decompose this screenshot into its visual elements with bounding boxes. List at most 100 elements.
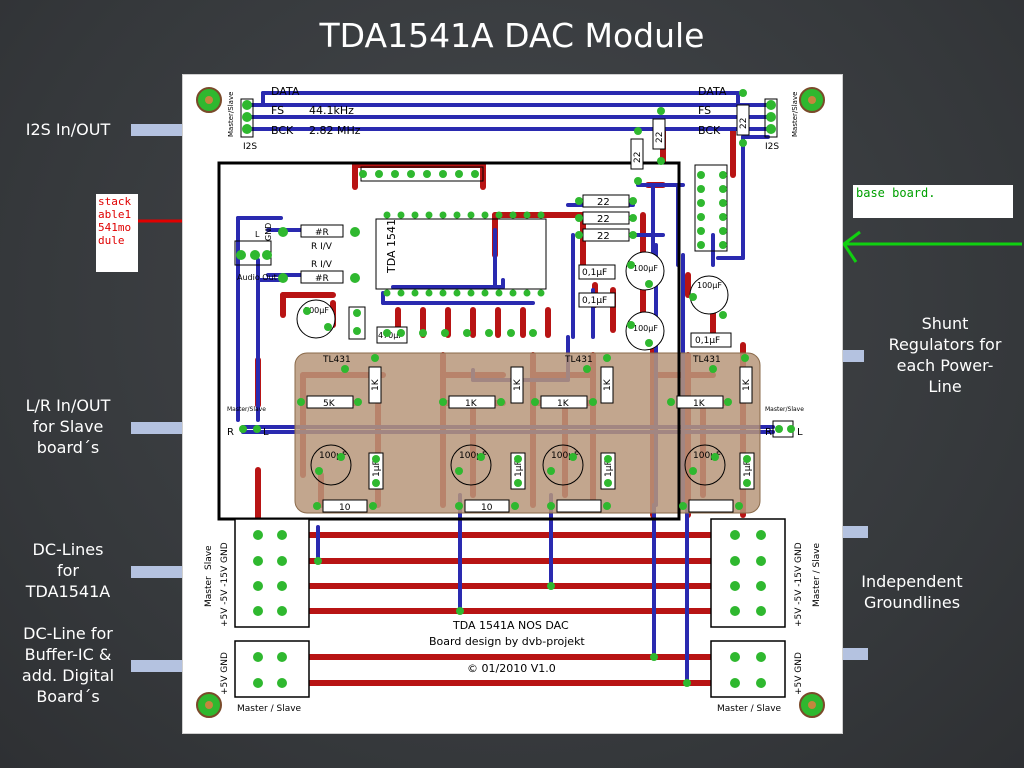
label-bck-left: BCK bbox=[271, 124, 294, 137]
dc-left-small: +5V GND bbox=[220, 652, 230, 695]
cap1-a: 1µF bbox=[372, 460, 382, 477]
label-dc-1: DC-Lines bbox=[32, 540, 104, 559]
cap01-a: 0,1µF bbox=[582, 268, 607, 278]
i2s-header-right bbox=[764, 98, 778, 138]
r22-c: 22 bbox=[739, 118, 749, 129]
label-fs-left: FS bbox=[271, 104, 284, 117]
r22-e: 22 bbox=[597, 214, 610, 225]
r1k-e: 1K bbox=[465, 399, 478, 409]
r22-f: 22 bbox=[597, 231, 610, 242]
dc-right-label: +5V -5V -15V GND bbox=[794, 542, 804, 627]
label-data-right: DATA bbox=[698, 85, 727, 98]
label-ground-2: Groundlines bbox=[863, 593, 961, 612]
pcb-layout: DATA FS BCK 44.1kHz 2.82 MHz DATA FS BCK… bbox=[196, 85, 825, 718]
label-audio-gnd: GND bbox=[264, 223, 273, 241]
label-dc: DC-Lines for TDA1541A bbox=[10, 539, 126, 602]
label-i2s-left: I2S bbox=[243, 142, 257, 152]
ic-label: TDA 1541 bbox=[385, 219, 398, 274]
dc-terminals bbox=[234, 518, 786, 698]
dc-left-label: +5V -5V -15V GND bbox=[220, 542, 230, 627]
tl431-c: TL431 bbox=[692, 355, 721, 365]
pads bbox=[236, 89, 795, 687]
cap1-b: 1µF bbox=[514, 460, 524, 477]
rx-bottom: #R bbox=[315, 274, 329, 284]
design-line-2: Board design by dvb-projekt bbox=[429, 635, 585, 648]
label-ground: Independent Groundlines bbox=[852, 571, 972, 613]
tl431-b: TL431 bbox=[564, 355, 593, 365]
resistors-22-top: 22 22 22 bbox=[630, 104, 750, 170]
cap100-a: 100µF bbox=[633, 264, 658, 273]
r5k-a: 5K bbox=[323, 399, 336, 409]
design-line-1: TDA 1541A NOS DAC bbox=[452, 619, 569, 632]
lr-left-ms: Master/Slave bbox=[227, 406, 266, 413]
label-i2s-text: I2S In/OUT bbox=[25, 120, 111, 139]
cap1-c: 1µF bbox=[604, 460, 614, 477]
label-audio-l: L bbox=[255, 230, 260, 239]
label-fs-right: FS bbox=[698, 104, 711, 117]
lr-left-l: L bbox=[263, 427, 269, 438]
cap01-b: 0,1µF bbox=[582, 296, 607, 306]
cap100-d: 100µF bbox=[697, 281, 722, 290]
shunt-components: TL431 TL431 TL431 1K 1K 1K 1K 5K 1K 1K 1… bbox=[306, 355, 755, 513]
r22-a: 22 bbox=[655, 132, 665, 143]
label-shunt-3: each Power- bbox=[896, 356, 994, 375]
ms-bottom-right: Master / Slave bbox=[717, 704, 782, 714]
shunt-regulator-area bbox=[294, 352, 761, 514]
r1k-a: 1K bbox=[371, 378, 381, 391]
lr-right-l: L bbox=[797, 427, 803, 438]
design-copyright: © 01/2010 V1.0 bbox=[467, 662, 556, 675]
i2s-labels: DATA FS BCK 44.1kHz 2.82 MHz DATA FS BCK… bbox=[227, 85, 799, 152]
board-design-text: TDA 1541A NOS DAC Board design by dvb-pr… bbox=[429, 619, 585, 675]
cap100-g: 100µF bbox=[551, 451, 579, 461]
label-fs-value: 44.1kHz bbox=[309, 104, 354, 117]
cap100-c: 100µF bbox=[304, 306, 329, 315]
arrow-green-base bbox=[841, 230, 1022, 263]
dc-right-ms: Master / Slave bbox=[812, 542, 822, 607]
rx-top: #R bbox=[315, 228, 329, 238]
r22-b: 22 bbox=[633, 152, 643, 163]
riv-top: R I/V bbox=[311, 242, 333, 252]
label-shunt-4: Line bbox=[928, 377, 962, 396]
riv-bottom: R I/V bbox=[311, 260, 333, 270]
r1k-c: 1K bbox=[603, 378, 613, 391]
r10-a: 10 bbox=[339, 503, 351, 513]
label-dcbuf-2: Buffer-IC & bbox=[24, 645, 112, 664]
cap100-h: 100µF bbox=[693, 451, 721, 461]
label-bck-value: 2.82 MHz bbox=[309, 124, 361, 137]
r1k-g: 1K bbox=[693, 399, 706, 409]
label-dc-2: for bbox=[57, 561, 79, 580]
label-lr-1: L/R In/OUT bbox=[25, 396, 111, 415]
iv-resistors: #R R I/V #R R I/V bbox=[300, 224, 344, 284]
r1k-d: 1K bbox=[742, 378, 752, 391]
dc-left-slave: Slave bbox=[204, 545, 214, 570]
cap1-d: 1µF bbox=[743, 460, 753, 477]
label-shunt-1: Shunt bbox=[921, 314, 969, 333]
label-audio-out: Audio Out bbox=[237, 273, 277, 282]
lr-left-r: R bbox=[227, 427, 234, 438]
tda1541-ic: TDA 1541 bbox=[375, 218, 547, 290]
label-bck-right: BCK bbox=[698, 124, 721, 137]
label-ground-1: Independent bbox=[861, 572, 963, 591]
caps-100uf-upper: 100µF 100µF 100µF 100µF bbox=[296, 251, 729, 351]
label-dc-buffer: DC-Line for Buffer-IC & add. Digital Boa… bbox=[6, 623, 130, 707]
label-lr: L/R In/OUT for Slave board´s bbox=[10, 395, 126, 458]
dc-right-small: +5V GND bbox=[794, 652, 804, 695]
cap100-b: 100µF bbox=[633, 324, 658, 333]
r10-b: 10 bbox=[481, 503, 493, 513]
cap100-f: 100µF bbox=[459, 451, 487, 461]
label-dcbuf-4: Board´s bbox=[36, 687, 100, 706]
label-dcbuf-1: DC-Line for bbox=[23, 624, 113, 643]
base-board-note: base board. bbox=[853, 185, 1013, 218]
ms-bottom-left: Master / Slave bbox=[237, 704, 302, 714]
label-shunt-2: Regulators for bbox=[888, 335, 1002, 354]
label-i2s-right: I2S bbox=[765, 142, 779, 152]
lr-right-r: R bbox=[765, 427, 772, 438]
label-i2s: I2S In/OUT bbox=[10, 119, 126, 140]
dc-terminal-labels: +5V -5V -15V GND Slave Master +5V -5V -1… bbox=[204, 542, 822, 714]
label-lr-2: for Slave bbox=[32, 417, 104, 436]
r1k-f: 1K bbox=[557, 399, 570, 409]
mounting-holes bbox=[196, 87, 825, 718]
label-shunt: Shunt Regulators for each Power- Line bbox=[880, 313, 1010, 397]
cap01-c: 0,1µF bbox=[695, 336, 720, 346]
tl431-a: TL431 bbox=[322, 355, 351, 365]
